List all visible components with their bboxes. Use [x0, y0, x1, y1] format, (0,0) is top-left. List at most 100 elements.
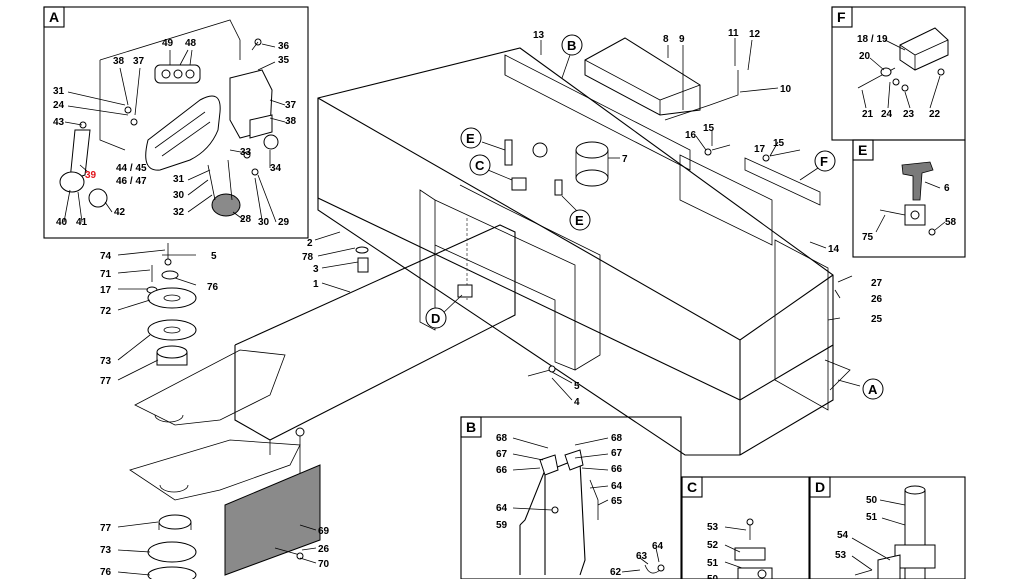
label: 52	[707, 540, 719, 551]
label: 2	[307, 238, 313, 249]
label: 53	[835, 550, 847, 561]
label: 49	[162, 38, 174, 49]
label: 15	[703, 123, 715, 134]
label: 77	[100, 523, 112, 534]
label: 74	[100, 251, 112, 262]
label: 16	[685, 130, 697, 141]
label: 36	[278, 41, 290, 52]
callouts: B C D E E F A	[425, 34, 884, 400]
label: 23	[903, 109, 915, 120]
label: 4	[574, 397, 580, 408]
box-f-title: F	[837, 9, 846, 25]
main-labels: 13 8 9 11 12 10 15 16 15 17 7 2 78 3 1 7…	[100, 28, 883, 578]
label: 66	[496, 465, 508, 476]
box-d-title: D	[815, 479, 825, 495]
label: 1	[313, 279, 319, 290]
label: 72	[100, 306, 112, 317]
main-assembly	[129, 37, 851, 579]
label: 43	[53, 117, 65, 128]
label: 20	[859, 51, 871, 62]
label: 40	[56, 217, 68, 228]
label: 76	[207, 282, 219, 293]
label: 17	[754, 144, 766, 155]
label: 5	[211, 251, 217, 262]
detail-box-a: A	[43, 6, 309, 239]
box-c-title: C	[687, 479, 697, 495]
detail-box-b: B 68 67 66 64 59 68 67 66 64 65 63 64 62	[460, 416, 682, 579]
callout-e-lower: E	[575, 213, 584, 228]
label: 42	[114, 207, 126, 218]
label: 68	[496, 433, 508, 444]
label: 50	[866, 495, 878, 506]
label: 68	[611, 433, 623, 444]
label: 12	[749, 29, 761, 40]
label: 18 / 19	[857, 34, 888, 45]
label: 66	[611, 464, 623, 475]
label: 5	[574, 381, 580, 392]
label: 25	[871, 314, 883, 325]
label: 24	[53, 100, 65, 111]
label: 64	[652, 541, 664, 552]
label: 10	[780, 84, 792, 95]
callout-e-upper: E	[466, 131, 475, 146]
label: 38	[285, 116, 297, 127]
label: 48	[185, 38, 197, 49]
label: 30	[258, 217, 270, 228]
label: 3	[313, 264, 319, 275]
label: 37	[133, 56, 145, 67]
label: 77	[100, 376, 112, 387]
label: 33	[240, 147, 252, 158]
label: 58	[945, 217, 957, 228]
callout-f: F	[820, 154, 828, 169]
label: 15	[773, 138, 785, 149]
label: 50	[707, 574, 719, 579]
label: 30	[173, 190, 185, 201]
label: 78	[302, 252, 314, 263]
label: 13	[533, 30, 545, 41]
label: 70	[318, 559, 330, 570]
label-highlight: 39	[85, 170, 97, 181]
label: 76	[100, 567, 112, 578]
label: 64	[496, 503, 508, 514]
callout-b: B	[567, 38, 576, 53]
label: 53	[707, 522, 719, 533]
label: 26	[871, 294, 883, 305]
callout-a: A	[868, 382, 878, 397]
label: 51	[707, 558, 719, 569]
label: 24	[881, 109, 893, 120]
label: 29	[278, 217, 290, 228]
callout-c: C	[475, 158, 485, 173]
label: 7	[622, 154, 628, 165]
label: 75	[862, 232, 874, 243]
label: 73	[100, 545, 112, 556]
label: 46 / 47	[116, 176, 147, 187]
detail-box-c: C 53 52 51 50	[681, 476, 810, 579]
label: 22	[929, 109, 941, 120]
leader-lines	[117, 38, 861, 576]
label: 9	[679, 34, 685, 45]
label: 63	[636, 551, 648, 562]
label: 28	[240, 214, 252, 225]
label: 73	[100, 356, 112, 367]
box-a-title: A	[49, 9, 59, 25]
detail-box-d: D 50 51 54 53	[809, 476, 966, 579]
label: 59	[496, 520, 508, 531]
label: 37	[285, 100, 297, 111]
label: 31	[173, 174, 185, 185]
label: 67	[611, 448, 623, 459]
label: 35	[278, 55, 290, 66]
label: 69	[318, 526, 330, 537]
label: 38	[113, 56, 125, 67]
label: 62	[610, 567, 622, 578]
box-b-title: B	[466, 419, 476, 435]
detail-box-f: F 18 / 19 20 21 24 23 22	[831, 6, 966, 141]
label: 65	[611, 496, 623, 507]
label: 21	[862, 109, 874, 120]
label: 41	[76, 217, 88, 228]
label: 14	[828, 244, 840, 255]
label: 64	[611, 481, 623, 492]
callout-d: D	[431, 311, 440, 326]
label: 27	[871, 278, 883, 289]
label: 8	[663, 34, 669, 45]
